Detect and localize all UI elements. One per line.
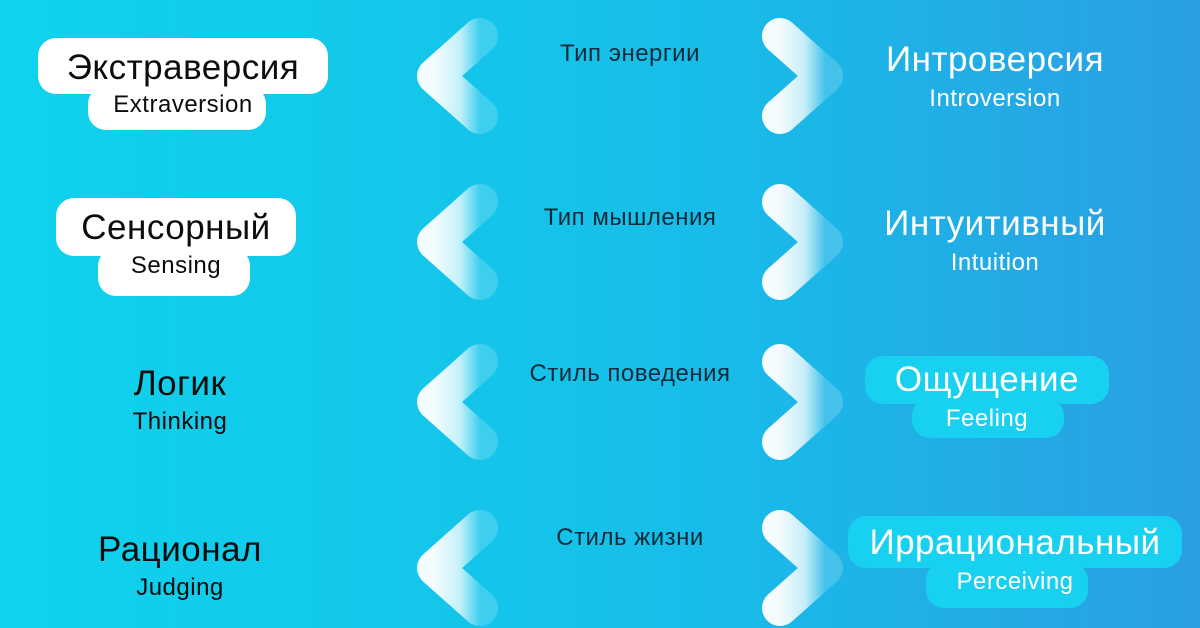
right-trait-subtitle: Perceiving xyxy=(956,568,1074,595)
left-pill-background xyxy=(88,86,266,130)
right-trait-subtitle: Introversion xyxy=(929,85,1061,112)
right-pill-background xyxy=(912,398,1064,438)
right-trait-introversion: Интроверсия Introversion xyxy=(855,42,1135,111)
double-arrow-icon xyxy=(405,342,855,462)
left-trait-thinking: Логик Thinking xyxy=(60,366,300,434)
axis-label-lifestyle: Стиль жизни xyxy=(556,524,704,551)
left-trait-title: Рационал xyxy=(98,530,262,569)
left-trait-title: Экстраверсия xyxy=(66,48,300,87)
left-trait-judging: Рационал Judging xyxy=(60,532,300,600)
right-trait-perceiving: Иррациональный Perceiving xyxy=(848,525,1182,594)
right-pill-background xyxy=(848,516,1182,568)
double-arrow-icon xyxy=(405,16,855,136)
left-pill-background xyxy=(98,248,250,296)
right-trait-subtitle: Intuition xyxy=(950,249,1040,276)
axis-label-energy: Тип энергии xyxy=(560,40,700,67)
right-pill-background xyxy=(865,356,1109,404)
right-pill-background xyxy=(926,562,1088,608)
left-trait-extraversion: Экстраверсия Extraversion xyxy=(38,50,328,117)
left-trait-title: Сенсорный xyxy=(81,208,271,247)
right-trait-subtitle: Feeling xyxy=(945,405,1029,432)
double-arrow-icon xyxy=(405,182,855,302)
left-trait-sensing: Сенсорный Sensing xyxy=(56,210,296,278)
left-pill-background xyxy=(38,38,328,94)
right-trait-title: Интроверсия xyxy=(885,40,1105,79)
right-trait-title: Иррациональный xyxy=(869,523,1161,562)
left-trait-subtitle: Judging xyxy=(136,574,224,601)
right-trait-title: Интуитивный xyxy=(884,204,1106,243)
axis-label-thinking: Тип мышления xyxy=(543,204,717,231)
right-trait-intuition: Интуитивный Intuition xyxy=(855,206,1135,275)
right-trait-title: Ощущение xyxy=(894,360,1080,399)
left-trait-subtitle: Thinking xyxy=(132,408,228,435)
right-trait-feeling: Ощущение Feeling xyxy=(865,362,1109,431)
double-arrow-icon xyxy=(405,508,855,628)
left-trait-subtitle: Extraversion xyxy=(113,91,253,118)
left-pill-background xyxy=(56,198,296,256)
left-trait-title: Логик xyxy=(133,364,227,403)
left-trait-subtitle: Sensing xyxy=(130,252,222,279)
axis-label-behavior: Стиль поведения xyxy=(529,360,731,387)
